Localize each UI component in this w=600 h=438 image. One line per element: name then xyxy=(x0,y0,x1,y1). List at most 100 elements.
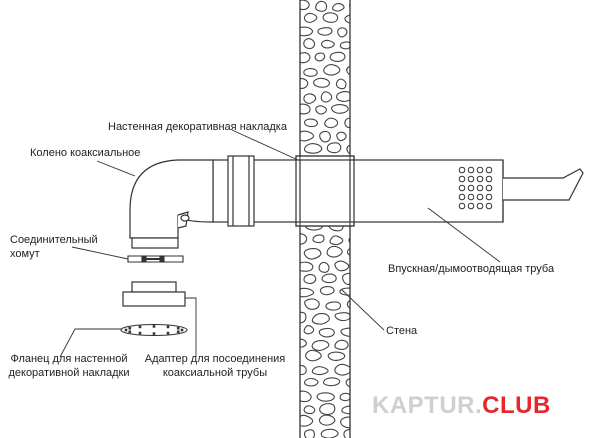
wall-stone xyxy=(300,338,307,348)
wall-stone xyxy=(303,68,318,77)
wall-stone xyxy=(340,416,350,429)
wall-stone xyxy=(329,235,344,246)
connecting-clamp xyxy=(127,255,184,263)
flange-bolt xyxy=(128,326,132,330)
vent-hole xyxy=(476,175,484,183)
wall-stone xyxy=(326,142,342,154)
label-adapter-line2: коаксиальной трубы xyxy=(162,367,268,379)
vent-hole xyxy=(458,202,466,210)
flange-bolt xyxy=(166,331,170,335)
label-flange-line1: Фланец для настенной xyxy=(10,353,128,365)
wall-stone xyxy=(334,363,350,376)
wall-stone xyxy=(348,237,350,244)
wall-stone xyxy=(311,340,330,351)
wall-stone xyxy=(300,0,310,11)
vent-hole xyxy=(467,202,475,210)
label-clamp-line2: хомут xyxy=(10,248,40,260)
vent-hole xyxy=(485,202,493,210)
wall-stone xyxy=(300,103,311,115)
label-flange: Фланец для настенной декоративной наклад… xyxy=(4,352,134,380)
flange-bolt xyxy=(176,326,180,330)
label-wall-plate: Настенная декоративная накладка xyxy=(108,121,287,133)
wall-stone xyxy=(319,286,335,296)
wall-stone xyxy=(311,366,329,376)
wall-stone xyxy=(352,80,361,90)
vent-hole xyxy=(458,166,466,174)
wall-stone xyxy=(322,12,339,23)
vent-hole xyxy=(485,184,493,192)
wall-stone xyxy=(344,117,350,129)
wall-stone xyxy=(300,261,314,272)
flange-bolt xyxy=(138,331,142,335)
wall-stone xyxy=(318,261,330,273)
wall-stone xyxy=(303,405,316,415)
wall-stone xyxy=(329,51,346,62)
wall-stone xyxy=(303,93,317,104)
vent-hole xyxy=(467,175,475,183)
flange-bolt xyxy=(152,332,156,335)
vent-hole xyxy=(476,193,484,201)
wall-stone xyxy=(352,28,362,38)
wall-stone xyxy=(335,78,347,90)
wall-stone xyxy=(311,313,330,325)
wall-stone xyxy=(315,0,328,12)
wall-stone xyxy=(300,233,308,245)
wall-stone xyxy=(346,299,350,309)
flange-bolt xyxy=(124,328,128,332)
wall-stone xyxy=(334,260,350,272)
wall-stone xyxy=(318,414,336,426)
wall-stone xyxy=(303,143,323,154)
vent-hole xyxy=(476,166,484,174)
wall-stone xyxy=(300,365,307,376)
wall-stone xyxy=(336,131,347,142)
wall-stone xyxy=(303,12,318,23)
wall-stone xyxy=(327,351,346,361)
wall-stone xyxy=(323,64,341,76)
coaxial-adapter xyxy=(122,281,186,307)
wall-stone xyxy=(300,130,315,142)
wall-stone xyxy=(321,39,335,49)
wall-stone xyxy=(337,27,348,38)
wall-stone xyxy=(303,429,315,438)
vent-hole xyxy=(458,193,466,201)
wall-stone xyxy=(346,247,350,256)
wall-stone xyxy=(300,78,309,89)
wall-stone xyxy=(325,301,342,311)
wall-stone xyxy=(300,52,311,64)
wall-stone xyxy=(303,38,316,50)
wall-stone xyxy=(339,287,350,296)
wall-stone xyxy=(332,2,345,12)
label-adapter-line1: Адаптер для посоединения xyxy=(144,353,286,365)
wall-stone xyxy=(319,403,336,416)
wall-stone xyxy=(303,325,315,335)
wall-stone xyxy=(339,41,350,50)
wall-stone xyxy=(313,77,331,88)
wall-stone xyxy=(300,311,307,324)
wall-stone xyxy=(334,312,350,322)
wall-stone xyxy=(300,414,314,427)
wall-stone xyxy=(300,26,314,37)
vent-hole xyxy=(485,175,493,183)
wall-stone xyxy=(351,131,361,139)
label-clamp: Соединительный хомут xyxy=(10,233,98,261)
wall-stone xyxy=(316,392,335,402)
wall-stone xyxy=(318,327,335,338)
wall-stone xyxy=(349,55,350,59)
wall-stone xyxy=(305,349,322,362)
vent-hole xyxy=(485,193,493,201)
wall-stone xyxy=(331,104,349,114)
wall-stone xyxy=(321,273,337,284)
vent-hole xyxy=(476,202,484,210)
vent-holes xyxy=(458,166,493,210)
wall-stone xyxy=(343,428,350,438)
wall-plate-flange xyxy=(120,323,188,337)
wall-stone xyxy=(300,287,315,298)
wall-stone xyxy=(312,234,325,244)
flange-bolt xyxy=(166,325,170,329)
wall-stone xyxy=(323,377,341,387)
vent-hole xyxy=(485,166,493,174)
wall-stone xyxy=(315,105,327,115)
wall-stone xyxy=(346,65,350,76)
wall-stone xyxy=(317,27,333,36)
